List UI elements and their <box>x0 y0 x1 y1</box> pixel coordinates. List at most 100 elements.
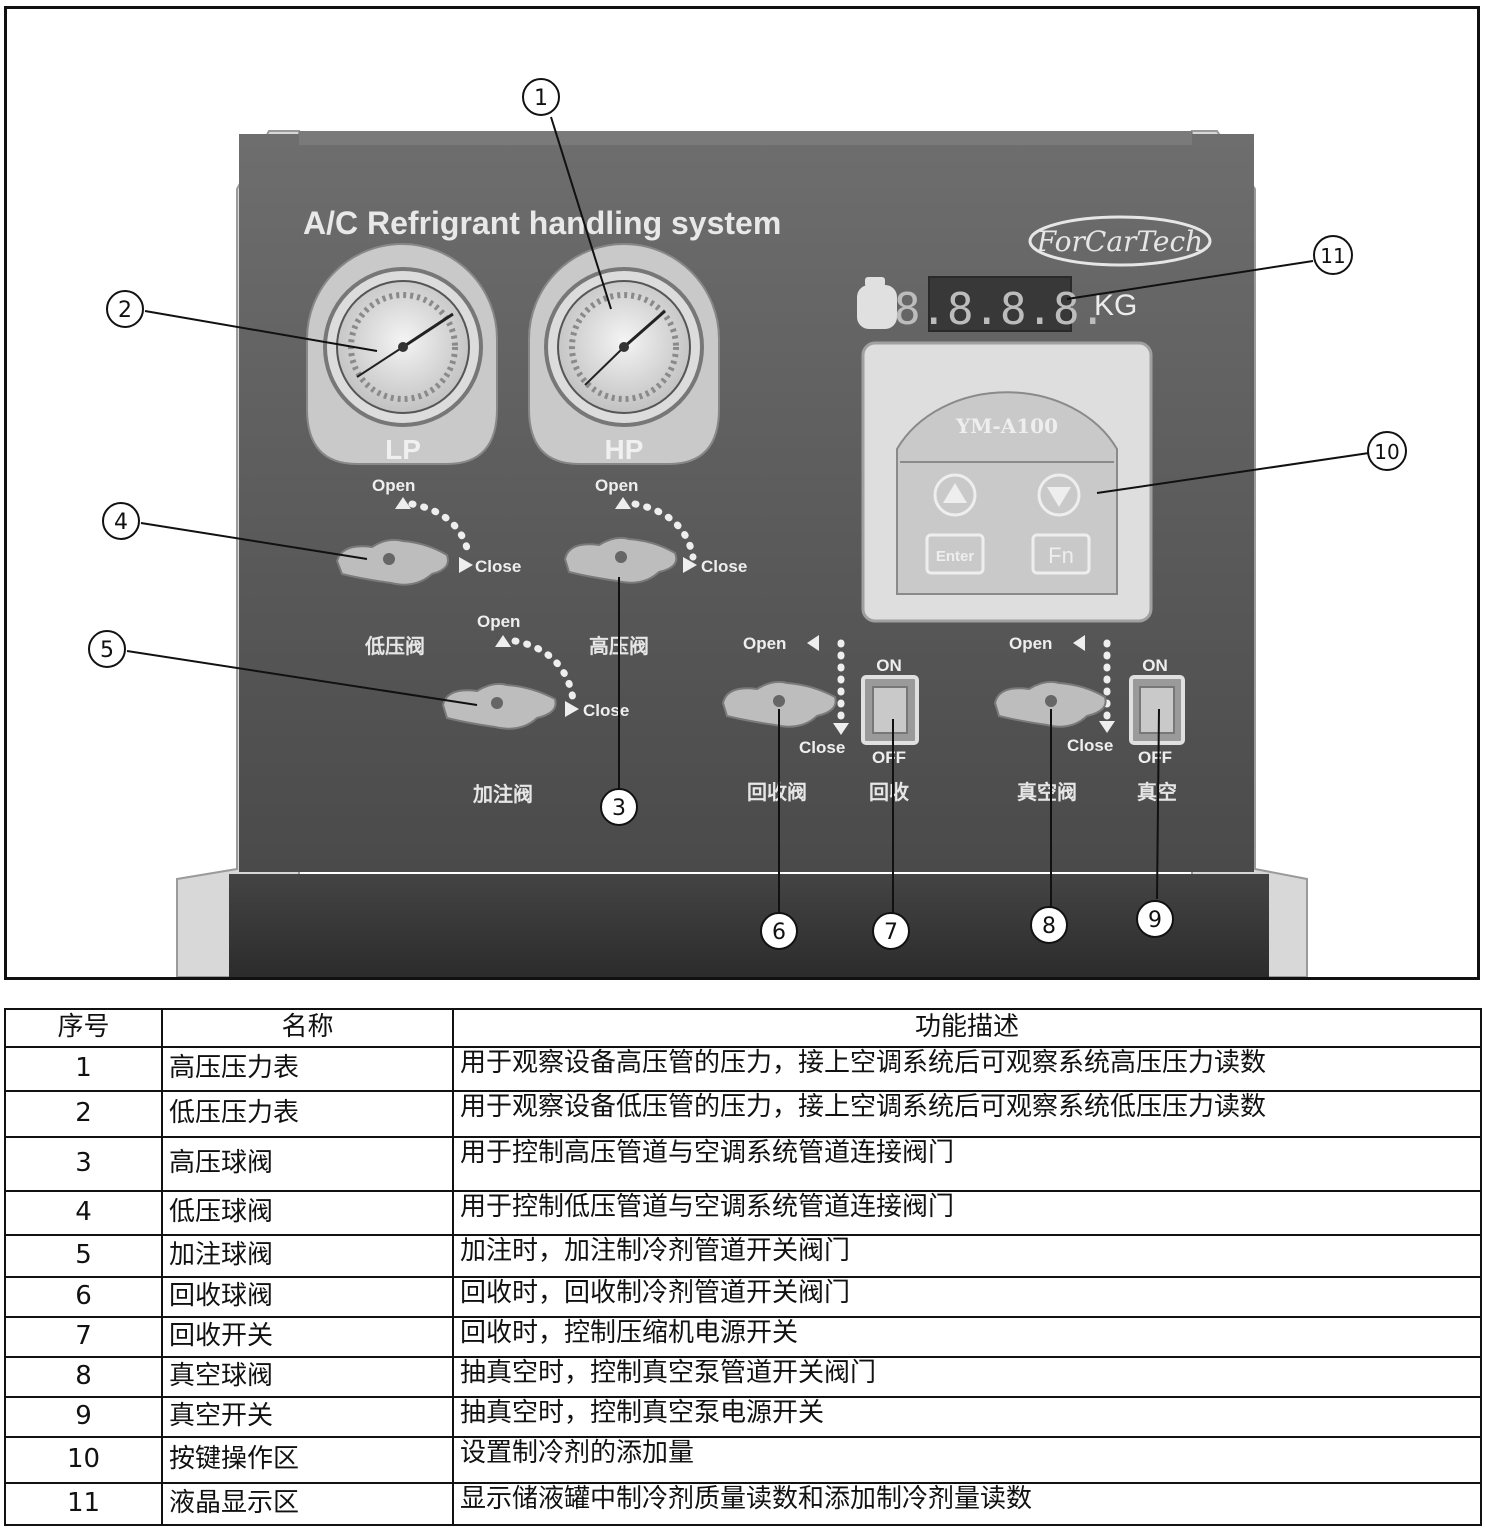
panel-top-edge <box>299 131 1192 145</box>
callout-leader-lines <box>126 116 1370 913</box>
vacuum-valve-close-label: Close <box>1067 736 1113 755</box>
row-no: 6 <box>4 1276 163 1318</box>
fn-key[interactable]: Fn <box>1031 533 1091 575</box>
vacuum-valve[interactable]: Open Close 真空阀 <box>993 634 1115 804</box>
header-no: 序号 <box>4 1008 163 1048</box>
low-pressure-gauge: LP <box>306 243 498 465</box>
table-row: 1 高压压力表 用于观察设备高压管的压力，接上空调系统后可观察系统高压压力读数 <box>4 1046 1482 1092</box>
row-description: 加注时，加注制冷剂管道开关阀门 <box>452 1234 1482 1278</box>
fn-key-label: Fn <box>1048 543 1074 568</box>
low-pressure-valve[interactable]: Open Close 低压阀 <box>335 476 521 658</box>
high-valve-close-label: Close <box>701 557 747 576</box>
row-name: 真空开关 <box>161 1396 454 1438</box>
row-description: 显示储液罐中制冷剂质量读数和添加制冷剂量读数 <box>452 1482 1482 1526</box>
row-name: 回收球阀 <box>161 1276 454 1318</box>
row-no: 2 <box>4 1090 163 1138</box>
up-key[interactable] <box>933 473 977 517</box>
row-description: 回收时，控制压缩机电源开关 <box>452 1316 1482 1358</box>
charge-valve[interactable]: Open Close 加注阀 <box>441 612 629 806</box>
table-row: 8 真空球阀 抽真空时，控制真空泵管道开关阀门 <box>4 1356 1482 1398</box>
table-row: 4 低压球阀 用于控制低压管道与空调系统管道连接阀门 <box>4 1190 1482 1236</box>
enter-key[interactable]: Enter <box>925 533 985 575</box>
row-description: 设置制冷剂的添加量 <box>452 1436 1482 1484</box>
table-header-row: 序号 名称 功能描述 <box>4 1008 1482 1048</box>
led-display-digits: 8.8.8.8. <box>894 284 1106 335</box>
callout-6: 6 <box>760 912 798 950</box>
low-valve-close-label: Close <box>475 557 521 576</box>
row-name: 低压球阀 <box>161 1190 454 1236</box>
table-row: 7 回收开关 回收时，控制压缩机电源开关 <box>4 1316 1482 1358</box>
header-name: 名称 <box>161 1008 454 1048</box>
lower-cabinet <box>229 874 1269 977</box>
svg-text:9: 9 <box>1148 908 1162 933</box>
vacuum-switch-label: 真空 <box>1137 780 1177 804</box>
row-description: 用于观察设备高压管的压力，接上空调系统后可观察系统高压压力读数 <box>452 1046 1482 1092</box>
callout-2: 2 <box>106 290 144 328</box>
svg-text:2: 2 <box>118 298 132 323</box>
row-no: 1 <box>4 1046 163 1092</box>
recovery-valve-label: 回收阀 <box>747 780 807 804</box>
vacuum-valve-label: 真空阀 <box>1017 780 1077 804</box>
up-arrow-icon <box>943 483 967 503</box>
svg-text:3: 3 <box>612 796 626 821</box>
charge-valve-label: 加注阀 <box>472 782 533 806</box>
svg-text:11: 11 <box>1320 244 1345 268</box>
table-row: 6 回收球阀 回收时，回收制冷剂管道开关阀门 <box>4 1276 1482 1318</box>
down-key[interactable] <box>1037 473 1081 517</box>
row-no: 10 <box>4 1436 163 1484</box>
high-pressure-gauge: HP <box>528 243 720 465</box>
svg-text:5: 5 <box>100 638 114 663</box>
component-description-table: 序号 名称 功能描述 1 高压压力表 用于观察设备高压管的压力，接上空调系统后可… <box>4 1008 1482 1526</box>
keypad-model: YM-A100 <box>955 414 1058 438</box>
recovery-switch-off-label: OFF <box>872 748 906 767</box>
callout-7: 7 <box>872 912 910 950</box>
table-row: 11 液晶显示区 显示储液罐中制冷剂质量读数和添加制冷剂量读数 <box>4 1482 1482 1526</box>
table-row: 5 加注球阀 加注时，加注制冷剂管道开关阀门 <box>4 1234 1482 1278</box>
row-no: 5 <box>4 1234 163 1278</box>
recovery-valve-open-label: Open <box>743 634 786 653</box>
charge-valve-open-label: Open <box>477 612 520 631</box>
row-no: 7 <box>4 1316 163 1358</box>
callout-5: 5 <box>88 630 126 668</box>
brand-logo: ForCarTech <box>1036 225 1203 258</box>
row-name: 液晶显示区 <box>161 1482 454 1526</box>
machine-front-panel: A/C Refrigrant handling system ForCarTec… <box>88 78 1407 977</box>
svg-text:6: 6 <box>772 920 786 945</box>
svg-text:10: 10 <box>1374 440 1399 464</box>
svg-text:7: 7 <box>884 920 898 945</box>
row-description: 用于控制高压管道与空调系统管道连接阀门 <box>452 1136 1482 1192</box>
callout-4: 4 <box>102 502 140 540</box>
table-row: 10 按键操作区 设置制冷剂的添加量 <box>4 1436 1482 1484</box>
callout-8: 8 <box>1030 906 1068 944</box>
machine-title: A/C Refrigrant handling system <box>303 205 781 241</box>
row-description: 用于控制低压管道与空调系统管道连接阀门 <box>452 1190 1482 1236</box>
recovery-switch-on-label: ON <box>876 656 902 675</box>
svg-text:8: 8 <box>1042 914 1056 939</box>
machine-photo: A/C Refrigrant handling system ForCarTec… <box>4 6 1480 980</box>
row-description: 抽真空时，控制真空泵管道开关阀门 <box>452 1356 1482 1398</box>
row-name: 回收开关 <box>161 1316 454 1358</box>
callout-3: 3 <box>600 788 638 826</box>
table-row: 9 真空开关 抽真空时，控制真空泵电源开关 <box>4 1396 1482 1438</box>
svg-text:4: 4 <box>114 510 128 535</box>
recovery-valve[interactable]: Open Close 回收阀 <box>721 634 849 804</box>
table-row: 3 高压球阀 用于控制高压管道与空调系统管道连接阀门 <box>4 1136 1482 1192</box>
vacuum-switch-on-label: ON <box>1142 656 1168 675</box>
row-no: 8 <box>4 1356 163 1398</box>
callout-11: 11 <box>1313 235 1353 275</box>
gauge-lp-label: LP <box>385 434 421 465</box>
row-no: 4 <box>4 1190 163 1236</box>
svg-text:1: 1 <box>534 86 548 111</box>
row-description: 用于观察设备低压管的压力，接上空调系统后可观察系统低压压力读数 <box>452 1090 1482 1138</box>
charge-valve-close-label: Close <box>583 701 629 720</box>
vacuum-valve-open-label: Open <box>1009 634 1052 653</box>
row-name: 按键操作区 <box>161 1436 454 1484</box>
table-row: 2 低压压力表 用于观察设备低压管的压力，接上空调系统后可观察系统低压压力读数 <box>4 1090 1482 1138</box>
recovery-switch[interactable]: ON OFF 回收 <box>861 656 919 804</box>
header-description: 功能描述 <box>452 1008 1482 1048</box>
vacuum-switch[interactable]: ON OFF 真空 <box>1129 656 1185 804</box>
gauge-hp-label: HP <box>605 434 644 465</box>
row-no: 3 <box>4 1136 163 1192</box>
row-name: 低压压力表 <box>161 1090 454 1138</box>
row-description: 回收时，回收制冷剂管道开关阀门 <box>452 1276 1482 1318</box>
